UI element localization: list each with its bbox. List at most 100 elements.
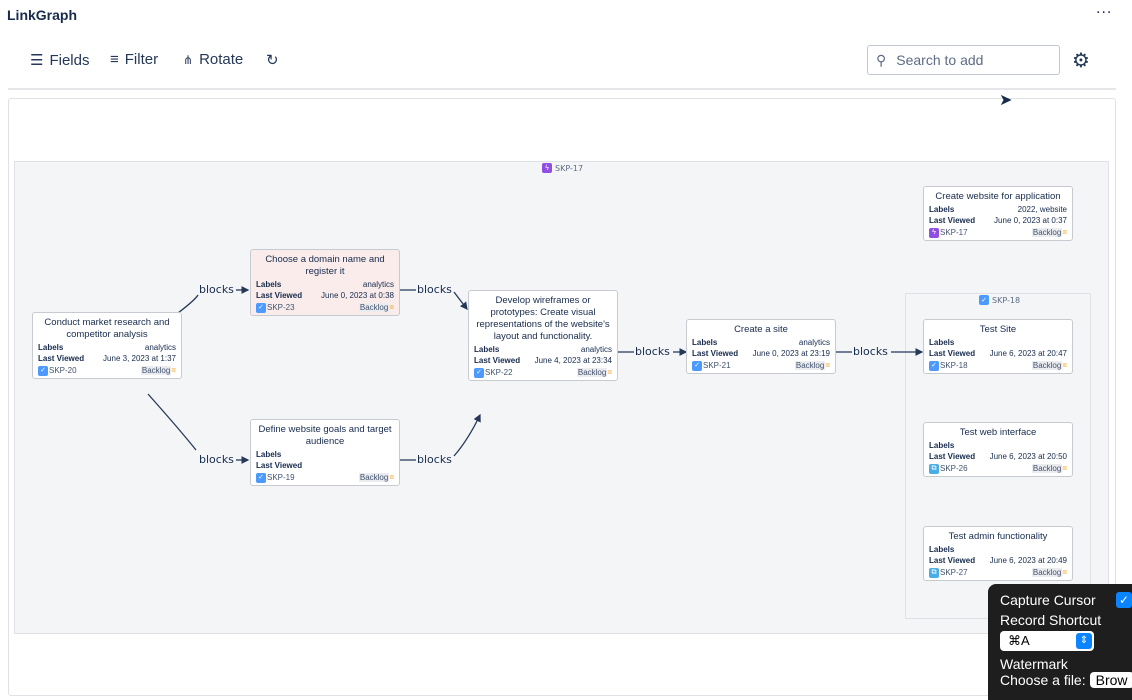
labels-value: analytics	[798, 338, 830, 347]
issue-card-skp-27[interactable]: Test admin functionality Labels Last Vie…	[923, 526, 1073, 581]
issue-card-skp-20[interactable]: Conduct market research and competitor a…	[32, 312, 182, 379]
mouse-cursor-icon: ➤	[999, 90, 1013, 109]
issue-key[interactable]: SKP-20	[49, 366, 77, 375]
edge-19-22	[399, 415, 480, 461]
last-viewed-label: Last Viewed	[692, 349, 739, 358]
edge-20-23	[177, 294, 199, 314]
labels-label: Labels	[929, 545, 955, 554]
divider	[8, 88, 1116, 90]
issue-card-skp-23[interactable]: Choose a domain name and register it Lab…	[250, 249, 400, 316]
last-viewed-label: Last Viewed	[929, 556, 976, 565]
graph-canvas[interactable]	[8, 98, 1116, 696]
issue-key[interactable]: SKP-27	[940, 568, 968, 577]
rotate-button[interactable]: ⋔Rotate	[183, 51, 243, 68]
status-badge: Backlog	[1031, 464, 1063, 473]
edge-label: blocks	[853, 345, 888, 358]
card-title: Conduct market research and competitor a…	[44, 317, 170, 340]
priority-medium-icon: =	[389, 473, 394, 482]
issue-key[interactable]: SKP-23	[267, 303, 295, 312]
refresh-icon: ↻	[266, 52, 279, 69]
subtask-icon: ⧉	[929, 463, 939, 474]
status-badge: Backlog	[1031, 568, 1063, 577]
capture-cursor-label: Capture Cursor	[1000, 592, 1096, 608]
issue-card-skp-19[interactable]: Define website goals and target audience…	[250, 419, 400, 486]
hierarchy-icon: ⋔	[183, 52, 194, 67]
status-badge: Backlog	[576, 368, 608, 377]
last-viewed-value: June 0, 2023 at 0:38	[321, 291, 394, 300]
edge-20-19	[147, 393, 197, 451]
labels-value: analytics	[362, 280, 394, 289]
last-viewed-label: Last Viewed	[929, 349, 976, 358]
refresh-button[interactable]: ↻	[266, 51, 279, 69]
issue-key[interactable]: SKP-17	[940, 228, 968, 237]
labels-label: Labels	[256, 280, 282, 289]
labels-value: 2022, website	[1017, 205, 1067, 214]
last-viewed-value: June 6, 2023 at 20:50	[989, 452, 1067, 461]
priority-medium-icon: =	[1062, 228, 1067, 237]
filter-button[interactable]: ≡Filter	[110, 51, 158, 68]
shortcut-value: ⌘A	[1008, 633, 1030, 648]
shortcut-select[interactable]: ⌘A⇕	[1000, 631, 1094, 651]
labels-label: Labels	[929, 441, 955, 450]
labels-value: analytics	[580, 345, 612, 354]
status-badge: Backlog	[1031, 361, 1063, 370]
issue-key[interactable]: SKP-21	[703, 361, 731, 370]
card-title: Choose a domain name and register it	[265, 254, 385, 277]
issue-key[interactable]: SKP-18	[940, 361, 968, 370]
last-viewed-value: June 0, 2023 at 0:37	[994, 216, 1067, 225]
filter-icon: ≡	[110, 51, 119, 68]
task-icon: ✓	[692, 360, 702, 371]
labels-label: Labels	[929, 338, 955, 347]
issue-card-skp-21[interactable]: Create a site Labels analytics Last Viewe…	[686, 319, 836, 374]
labels-value: analytics	[144, 343, 176, 352]
group-key: SKP-18	[992, 295, 1021, 305]
browse-button[interactable]: Brow	[1089, 672, 1132, 688]
status-badge: Backlog	[140, 366, 172, 375]
fields-icon: ☰	[30, 52, 44, 69]
task-icon: ✓	[256, 302, 266, 313]
last-viewed-value: June 4, 2023 at 23:34	[534, 356, 612, 365]
choose-file-label: Choose a file:	[1000, 672, 1086, 688]
last-viewed-label: Last Viewed	[38, 354, 85, 363]
search-placeholder: Search to add	[896, 52, 984, 68]
last-viewed-label: Last Viewed	[474, 356, 521, 365]
last-viewed-label: Last Viewed	[256, 291, 303, 300]
labels-label: Labels	[929, 205, 955, 214]
group-label-inner: ✓SKP-18	[979, 295, 1020, 305]
last-viewed-value: June 6, 2023 at 20:49	[989, 556, 1067, 565]
priority-medium-icon: =	[1062, 361, 1067, 370]
capture-cursor-checkbox[interactable]: ✓	[1116, 592, 1132, 608]
card-title: Test admin functionality	[948, 531, 1048, 542]
task-icon: ✓	[979, 295, 989, 305]
record-shortcut-label: Record Shortcut	[1000, 612, 1102, 628]
issue-key[interactable]: SKP-22	[485, 368, 513, 377]
last-viewed-label: Last Viewed	[929, 216, 976, 225]
search-icon: ⚲	[876, 51, 887, 68]
issue-key[interactable]: SKP-26	[940, 464, 968, 473]
card-title: Test Site	[979, 324, 1017, 335]
more-menu-button[interactable]: ···	[1096, 5, 1113, 21]
edge-label: blocks	[199, 453, 234, 466]
priority-medium-icon: =	[825, 361, 830, 370]
fields-button[interactable]: ☰Fields	[30, 51, 89, 70]
labels-label: Labels	[474, 345, 500, 354]
last-viewed-value: June 3, 2023 at 1:37	[103, 354, 176, 363]
app-title: LinkGraph	[7, 7, 78, 23]
search-input[interactable]: ⚲ Search to add	[867, 45, 1060, 75]
gear-icon[interactable]: ⚙	[1072, 48, 1090, 72]
card-title: Create a site	[734, 324, 788, 335]
epic-icon: ϟ	[929, 227, 939, 238]
labels-label: Labels	[38, 343, 64, 352]
priority-medium-icon: =	[1062, 464, 1067, 473]
labels-label: Labels	[692, 338, 718, 347]
priority-medium-icon: =	[1062, 568, 1067, 577]
priority-medium-icon: =	[389, 303, 394, 312]
subtask-icon: ⧉	[929, 567, 939, 578]
task-icon: ✓	[256, 472, 266, 483]
issue-key[interactable]: SKP-19	[267, 473, 295, 482]
issue-card-skp-22[interactable]: Develop wireframes or prototypes: Create…	[468, 290, 618, 381]
